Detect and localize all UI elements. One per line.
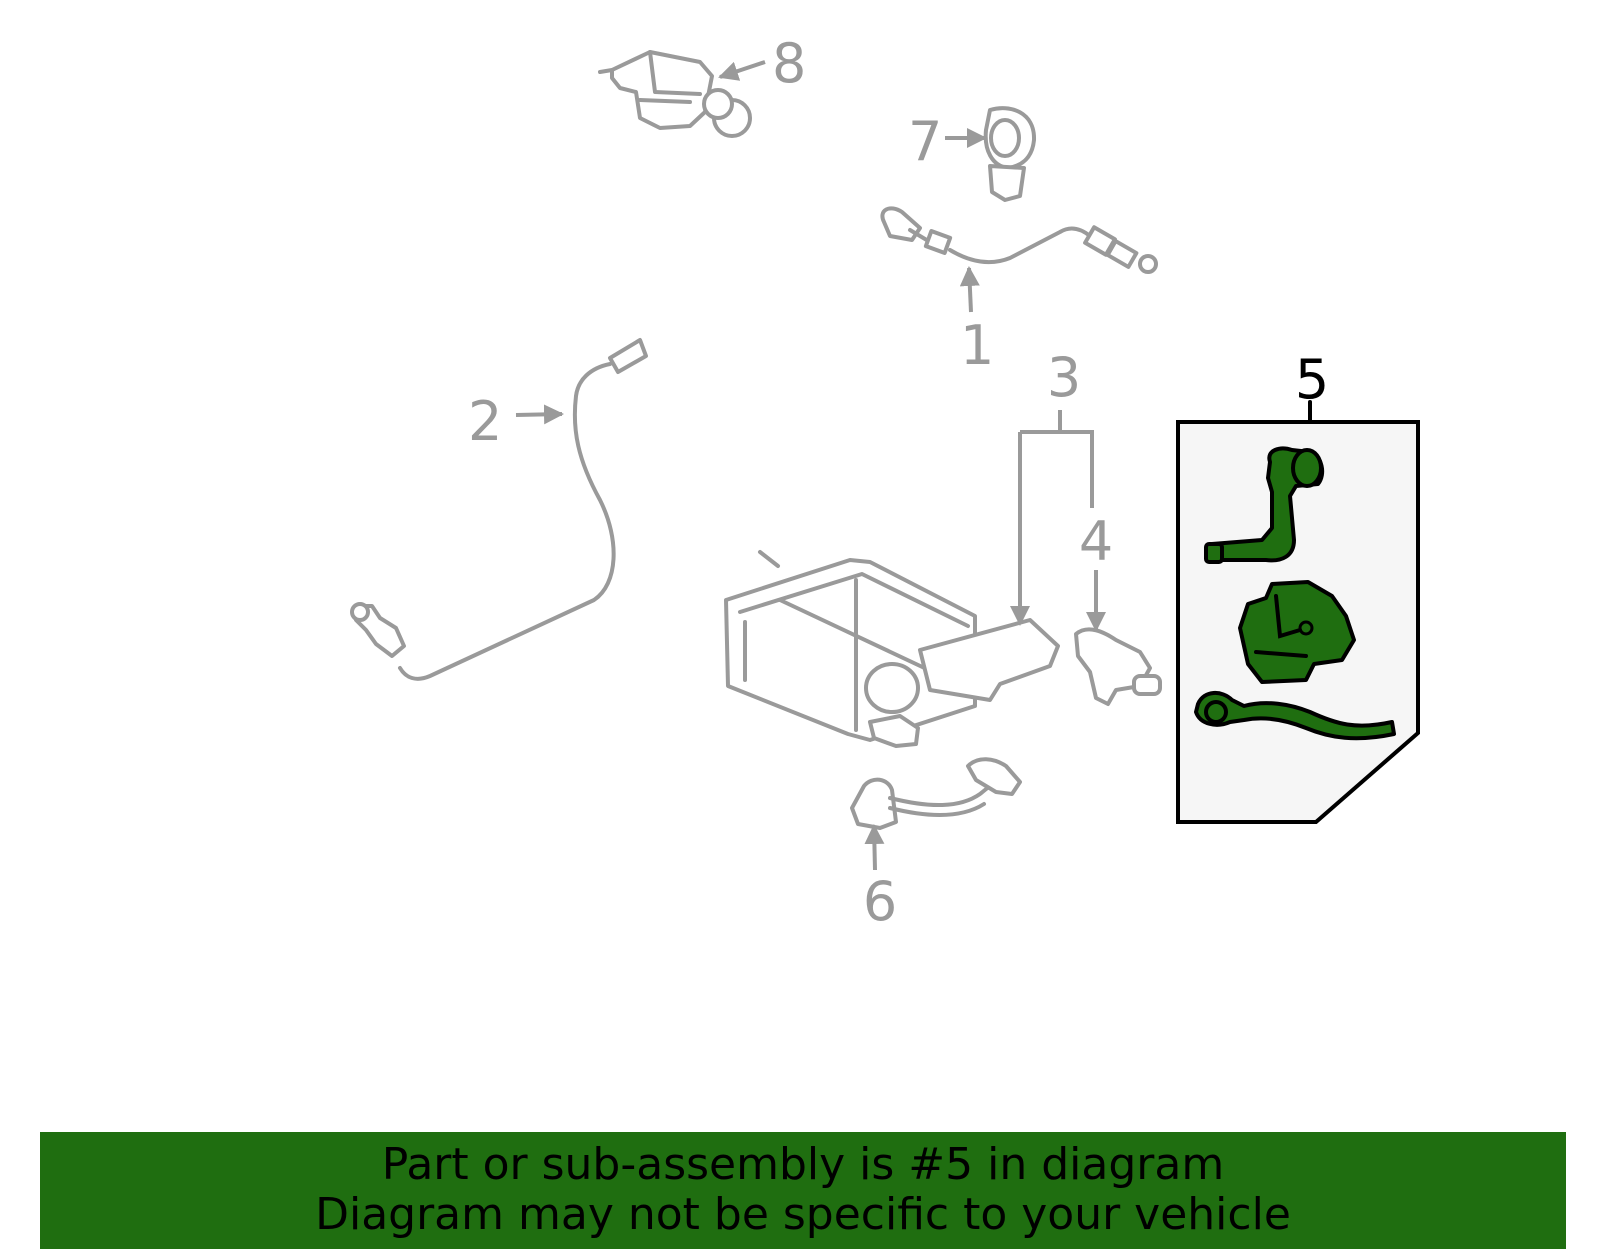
leader-8 xyxy=(718,60,766,81)
leader-3-4-bracket xyxy=(1020,430,1094,508)
part-8-vacuum-valve[interactable] xyxy=(598,50,752,138)
part-6-hose-assembly[interactable] xyxy=(850,757,1022,830)
callout-8: 8 xyxy=(772,32,806,95)
part-5-lower-hose xyxy=(1194,691,1396,741)
callout-3: 3 xyxy=(1047,346,1081,409)
callout-5: 5 xyxy=(1295,348,1329,411)
leader-1 xyxy=(959,266,980,313)
callout-4: 4 xyxy=(1079,510,1113,573)
callout-6: 6 xyxy=(863,870,897,933)
part-3-charcoal-canister[interactable] xyxy=(724,550,1060,748)
info-banner: Part or sub-assembly is #5 in diagram Di… xyxy=(40,1132,1566,1249)
leader-2 xyxy=(515,404,564,425)
part-5-panel[interactable]: 5 xyxy=(1176,348,1420,824)
leader-6 xyxy=(864,824,885,871)
part-2-oxygen-sensor[interactable] xyxy=(350,338,648,681)
callout-1: 1 xyxy=(960,314,994,377)
part-7-knock-sensor[interactable] xyxy=(983,106,1037,202)
callout-2: 2 xyxy=(468,390,502,453)
part-4-purge-valve[interactable] xyxy=(1074,627,1162,706)
part-5-valve-body xyxy=(1238,580,1356,684)
banner-line-disclaimer: Diagram may not be specific to your vehi… xyxy=(315,1189,1291,1240)
part-1-oxygen-sensor[interactable] xyxy=(880,206,1158,274)
banner-line-part-number: Part or sub-assembly is #5 in diagram xyxy=(381,1139,1225,1190)
callout-7: 7 xyxy=(908,110,942,173)
part-5-upper-hose xyxy=(1204,446,1325,564)
